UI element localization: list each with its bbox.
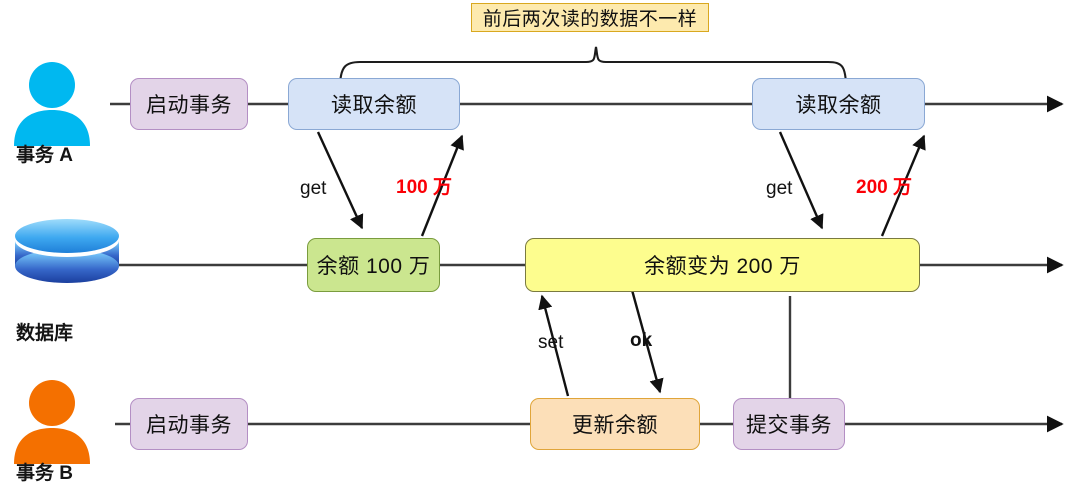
edge-label-set: set xyxy=(538,332,564,353)
read2-arrows xyxy=(778,131,926,237)
node-db-balance-initial[interactable]: 余额 100 万 xyxy=(307,238,440,292)
node-b-commit-transaction[interactable]: 提交事务 xyxy=(733,398,845,450)
node-a-read-balance-second[interactable]: 读取余额 xyxy=(752,78,925,130)
node-a-begin-transaction[interactable]: 启动事务 xyxy=(130,78,248,130)
node-db-balance-updated[interactable]: 余额变为 200 万 xyxy=(525,238,920,292)
node-b-update-balance[interactable]: 更新余额 xyxy=(530,398,700,450)
edge-label-value-second: 200 万 xyxy=(856,177,912,198)
edge-label-get-first: get xyxy=(300,178,327,199)
comparison-banner: 前后两次读的数据不一样 xyxy=(471,3,709,32)
edge-label-value-first: 100 万 xyxy=(396,177,452,198)
edge-label-get-second: get xyxy=(766,178,793,199)
database-cylinder-icon xyxy=(15,219,119,283)
lane-label-transaction-a: 事务 A xyxy=(16,145,74,166)
comparison-brace xyxy=(338,46,848,90)
person-icon-a xyxy=(14,62,90,146)
edge-label-ok: ok xyxy=(630,330,653,351)
person-icon-b xyxy=(14,380,90,464)
lane-label-database: 数据库 xyxy=(16,323,74,344)
read1-arrows xyxy=(316,131,464,237)
node-a-read-balance-first[interactable]: 读取余额 xyxy=(288,78,460,130)
node-b-begin-transaction[interactable]: 启动事务 xyxy=(130,398,248,450)
set-ok-arrows xyxy=(538,289,664,397)
lane-label-transaction-b: 事务 B xyxy=(16,463,74,484)
